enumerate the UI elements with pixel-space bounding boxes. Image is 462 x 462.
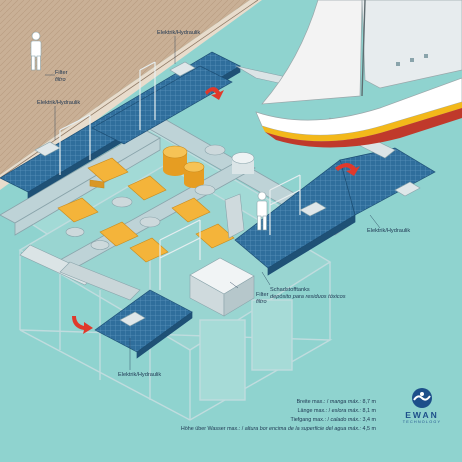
person-silhouettes: [30, 31, 268, 231]
spec-row-2: Länge max.: / eslora máx.: 8,1 m: [297, 408, 376, 414]
person-deck: [256, 191, 268, 231]
label-elektrik-right: Elektrik/Hydraulik: [367, 228, 410, 234]
mast: [361, 0, 366, 97]
filter-tower: [189, 193, 255, 317]
hull: [255, 77, 462, 136]
label-filtro-quay: filtro: [55, 77, 66, 83]
label-filter-deck: Filter: [256, 292, 269, 298]
label-schadstofftanks: Schadstofftanks: [270, 287, 310, 293]
spec-row-3: Tiefgang max.: / calado máx.: 3,4 m: [290, 417, 377, 423]
conveyors: [19, 65, 396, 301]
deck-upper: [91, 65, 233, 145]
logo-mark-icon: [412, 388, 432, 408]
callout-labels: Elektrik/Hydraulik Filter filtro Elektri…: [37, 30, 410, 378]
label-elektrik-bottom: Elektrik/Hydraulik: [118, 372, 161, 378]
hull-bottom: [265, 108, 462, 148]
logo-name: EWAN: [405, 410, 439, 420]
arrow-top: [205, 87, 224, 100]
person-quay: [30, 31, 42, 71]
hull-stripe: [262, 102, 462, 142]
ewan-logo: EWAN TECHNOLOGY: [392, 386, 462, 434]
arrow-right: [335, 163, 360, 176]
arrow-bottom: [72, 316, 93, 334]
filter-cylinders: [162, 145, 255, 188]
sailboat: [255, 0, 462, 148]
label-elektrik-top: Elektrik/Hydraulik: [157, 30, 200, 36]
leader-lines: [45, 36, 381, 370]
label-filtro-deck: filtro: [256, 299, 267, 305]
label-elektrik-left: Elektrik/Hydraulik: [37, 100, 80, 106]
railings: [59, 61, 301, 290]
rotation-arrows: [72, 87, 360, 334]
logo-tagline: TECHNOLOGY: [402, 420, 442, 424]
spec-row-1: Breite max.: / manga máx.: 8,7 m: [296, 399, 376, 405]
control-units: [34, 61, 421, 327]
cabin: [361, 0, 462, 89]
label-filter-quay: Filter: [55, 70, 68, 76]
sail: [261, 0, 363, 105]
filter-discs: [65, 144, 226, 250]
label-deposito: depósito para residuos tóxicos: [270, 294, 346, 300]
specifications: Breite max.: / manga máx.: 8,7 m Länge m…: [0, 390, 462, 434]
pollutant-tanks: [57, 157, 235, 263]
spec-row-4: Höhe über Wasser max.: / altura bor enci…: [180, 426, 376, 432]
